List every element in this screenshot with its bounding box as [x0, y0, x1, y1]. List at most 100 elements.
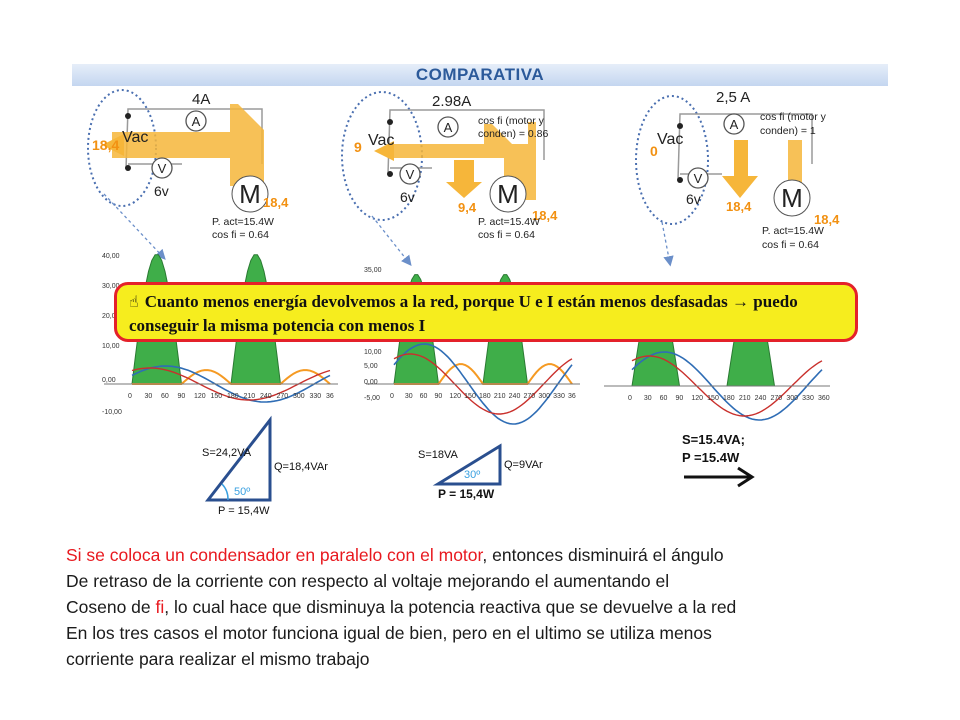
current-reading: 2,5 A — [716, 89, 750, 106]
x-tick-label: 30 — [644, 395, 652, 402]
return-arrow — [446, 160, 482, 198]
x-tick-label: 36 — [326, 393, 334, 400]
x-tick-label: 240 — [260, 393, 272, 400]
terminal-dot — [677, 123, 683, 129]
x-tick-label: 36 — [568, 393, 576, 400]
x-tick-label: 270 — [771, 395, 783, 402]
motor-icon — [231, 175, 269, 213]
x-tick-label: 210 — [244, 393, 256, 400]
active-power: P. act=15.4W — [762, 225, 824, 237]
x-tick-label: 60 — [161, 393, 169, 400]
pointer-arrow — [103, 193, 166, 260]
x-tick-label: 210 — [739, 395, 751, 402]
return-value: 18,4 — [726, 199, 752, 214]
current-wave — [131, 367, 331, 401]
energy-arrow-head — [102, 134, 124, 156]
x-tick-label: 180 — [227, 393, 239, 400]
ammeter-icon — [185, 110, 207, 132]
x-tick-label: 150 — [464, 393, 476, 400]
source-label: Vac — [368, 132, 394, 149]
reactive-power: Q=9VAr — [504, 459, 543, 471]
voltage-reading: 6v — [400, 189, 415, 205]
power-factor: cos fi = 0.64 — [478, 229, 535, 241]
x-tick-label: 90 — [178, 393, 186, 400]
x-tick-label: 360 — [818, 395, 830, 402]
x-tick-label: 210 — [494, 393, 506, 400]
circuit-panel-2: A 2.98A cos fi (motor y conden) = 0.86 V… — [341, 91, 558, 267]
caption-highlight: Si se coloca un condensador en paralelo … — [66, 545, 483, 565]
motor-label: M — [781, 183, 803, 213]
source-label: Vac — [657, 131, 683, 148]
x-tick-label: 240 — [755, 395, 767, 402]
ammeter-label: A — [192, 114, 201, 129]
x-tick-label: 60 — [420, 393, 428, 400]
caption-line-4: En los tres casos el motor funciona igua… — [66, 623, 712, 643]
x-tick-label: 270 — [277, 393, 289, 400]
caption-text: Si se coloca un condensador en paralelo … — [66, 542, 916, 672]
caption-segment: , lo cual hace que disminuya la potencia… — [164, 597, 737, 617]
current-wave — [631, 355, 823, 417]
triangle-shape — [204, 415, 272, 502]
x-tick-label: 150 — [707, 395, 719, 402]
reactive-power: Q=18,4VAr — [274, 461, 328, 473]
callout-text: Cuanto menos energía devolvemos a la red… — [129, 292, 798, 335]
x-tick-label: 120 — [691, 395, 703, 402]
x-tick-label: 0 — [628, 395, 632, 402]
x-tick-label: 180 — [479, 393, 491, 400]
x-tick-label: 120 — [194, 393, 206, 400]
apparent-power: S=18VA — [418, 449, 459, 461]
pointer-arrow — [661, 221, 674, 267]
x-tick-label: 300 — [786, 395, 798, 402]
active-power-label: P = 15,4W — [438, 487, 495, 501]
current-reading: 4A — [192, 91, 210, 108]
motor-value: 18,4 — [814, 212, 840, 227]
source-label: Vac — [122, 129, 148, 146]
angle-arc — [221, 483, 229, 501]
comparison-figure: COMPARATIVA A 4A V 6v Vac 18,4 M 1 — [72, 64, 888, 524]
cos-fi-combined: cos fi (motor y — [760, 111, 827, 123]
motor-icon — [489, 175, 527, 213]
motor-label: M — [497, 179, 519, 209]
x-tick-label: 300 — [293, 393, 305, 400]
terminal-dot — [387, 119, 393, 125]
circuit-wire — [387, 109, 545, 175]
circuit-panel-1: A 4A V 6v Vac 18,4 M 18,4 P. act=15.4W c… — [87, 89, 289, 260]
motor-value: 18,4 — [263, 195, 289, 210]
active-power: P. act=15.4W — [478, 216, 540, 228]
cos-fi-combined: conden) = 1 — [760, 125, 816, 137]
terminal-dot — [125, 113, 131, 119]
power-triangle-2: 30º S=18VA Q=9VAr P = 15,4W — [418, 443, 543, 501]
source-dashed-ellipse — [635, 95, 709, 225]
y-tick-label: 40,00 — [102, 253, 120, 260]
result-active-power: P =15.4W — [682, 450, 740, 465]
return-value: 9,4 — [458, 200, 477, 215]
x-tick-label: 120 — [449, 393, 461, 400]
energy-flow-arrow — [394, 122, 536, 200]
result-apparent-power: S=15.4VA; — [682, 432, 745, 447]
ammeter-label: A — [444, 120, 453, 135]
x-tick-label: 60 — [660, 395, 668, 402]
caption-segment: , entonces disminuirá el ángulo — [482, 545, 724, 565]
y-tick-label: -10,00 — [102, 409, 122, 416]
circuit-wire — [677, 113, 813, 181]
y-tick-label: 0,00 — [364, 379, 378, 386]
power-factor: cos fi = 0.64 — [762, 239, 819, 251]
source-value: 18,4 — [92, 137, 119, 153]
energy-arrow-head — [374, 141, 394, 161]
x-tick-label: 90 — [676, 395, 684, 402]
x-tick-label: 180 — [723, 395, 735, 402]
pointing-hand-icon: ☝ — [129, 292, 139, 311]
x-tick-label: 30 — [405, 393, 413, 400]
angle-label: 50º — [234, 486, 250, 498]
current-wave — [393, 353, 573, 415]
result-block: S=15.4VA; P =15.4W — [682, 432, 755, 488]
arrow-head-icon — [737, 466, 755, 488]
angle-label: 30º — [464, 469, 480, 481]
power-triangle-1: 50º S=24,2VA Q=18,4VAr P = 15,4W — [202, 415, 328, 517]
x-tick-label: 0 — [128, 393, 132, 400]
x-tick-label: 0 — [390, 393, 394, 400]
circuit-panel-3: A 2,5 A cos fi (motor y conden) = 1 V 6v… — [635, 89, 840, 267]
voltmeter-label: V — [406, 167, 415, 182]
ammeter-icon — [723, 113, 745, 135]
voltmeter-icon — [151, 157, 173, 179]
